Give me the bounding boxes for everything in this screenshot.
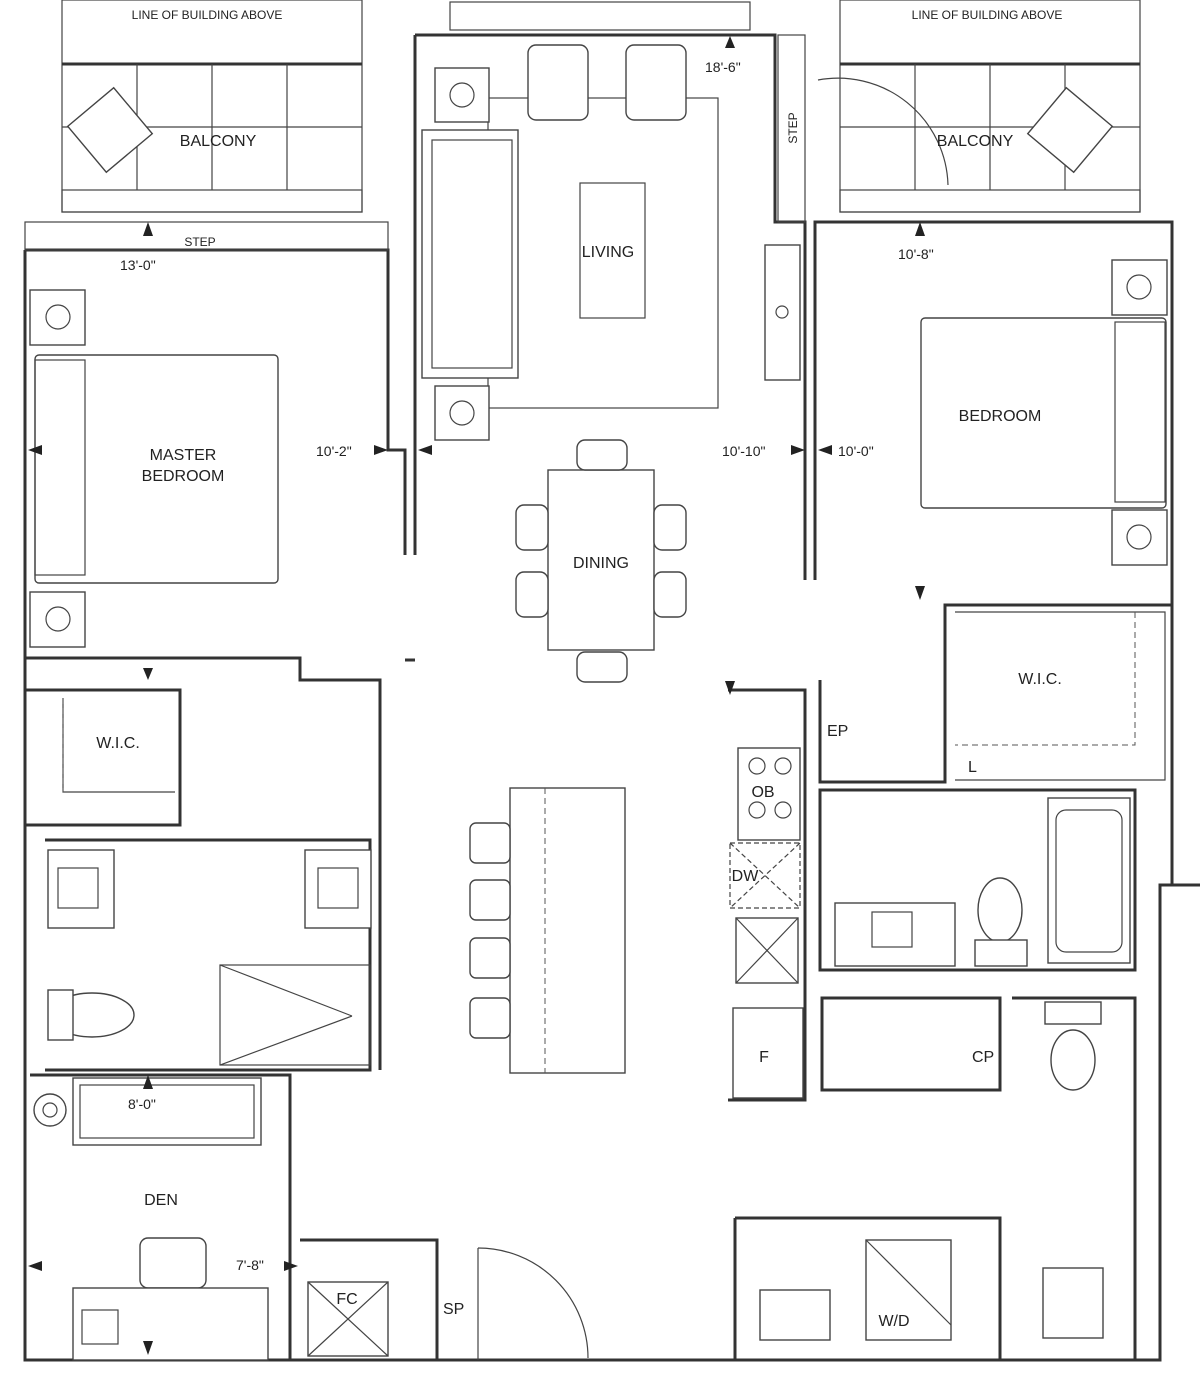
line-of-building-note: LINE OF BUILDING ABOVE	[132, 8, 283, 22]
main-bathroom	[834, 797, 1131, 967]
electrical-panel-label: EP	[827, 723, 848, 740]
den: 8'-0" DEN 7'-8"	[28, 1075, 298, 1361]
dining-dimension: 10'-10"	[722, 443, 765, 459]
bedroom-depth: 10'-0"	[838, 443, 874, 459]
dishwasher-label: DW	[732, 868, 760, 885]
bedroom: BEDROOM 10'-8" 10'-0" STEP	[786, 112, 1168, 600]
step-label: STEP	[786, 112, 800, 143]
wic-left-label: W.I.C.	[96, 735, 140, 752]
balcony-label: BALCONY	[937, 133, 1014, 150]
step-label: STEP	[184, 235, 215, 249]
bedroom-label: BEDROOM	[959, 408, 1042, 425]
master-bedroom-depth: 10'-2"	[316, 443, 352, 459]
living-room: LIVING 18'-6"	[421, 36, 801, 441]
master-bedroom-label-line2: BEDROOM	[142, 468, 225, 485]
dining-label: DINING	[573, 555, 629, 572]
wic-right-label: W.I.C.	[1018, 671, 1062, 688]
laundry: W/D	[759, 1239, 952, 1341]
walls	[23, 33, 1200, 1362]
living-dimension: 18'-6"	[705, 59, 741, 75]
linen-label: L	[968, 759, 977, 776]
den-width: 8'-0"	[128, 1096, 156, 1112]
dining-room: DINING 10'-10"	[418, 439, 805, 683]
balcony-left: LINE OF BUILDING ABOVE BALCONY	[61, 0, 363, 213]
sprinkler-label: SP	[443, 1301, 464, 1318]
washer-dryer-label: W/D	[878, 1313, 909, 1330]
master-bedroom-label-line1: MASTER	[150, 447, 217, 464]
master-bedroom-width: 13'-0"	[120, 257, 156, 273]
master-bedroom: MASTER BEDROOM STEP 13'-0" 10'-2"	[28, 222, 388, 680]
entry: FC SP	[307, 1247, 589, 1360]
coat-closet-label: CP	[972, 1049, 994, 1066]
den-label: DEN	[144, 1192, 178, 1209]
balcony-label: BALCONY	[180, 133, 257, 150]
kitchen: OB DW F	[469, 681, 804, 1099]
oven-label: OB	[751, 784, 774, 801]
line-of-building-note: LINE OF BUILDING ABOVE	[912, 8, 1063, 22]
master-ensuite	[47, 849, 372, 1066]
fan-coil-label: FC	[336, 1291, 357, 1308]
balcony-right: LINE OF BUILDING ABOVE BALCONY	[817, 0, 1141, 213]
bedroom-width: 10'-8"	[898, 246, 934, 262]
den-depth: 7'-8"	[236, 1257, 264, 1273]
living-label: LIVING	[582, 244, 634, 261]
fridge-label: F	[759, 1049, 769, 1066]
